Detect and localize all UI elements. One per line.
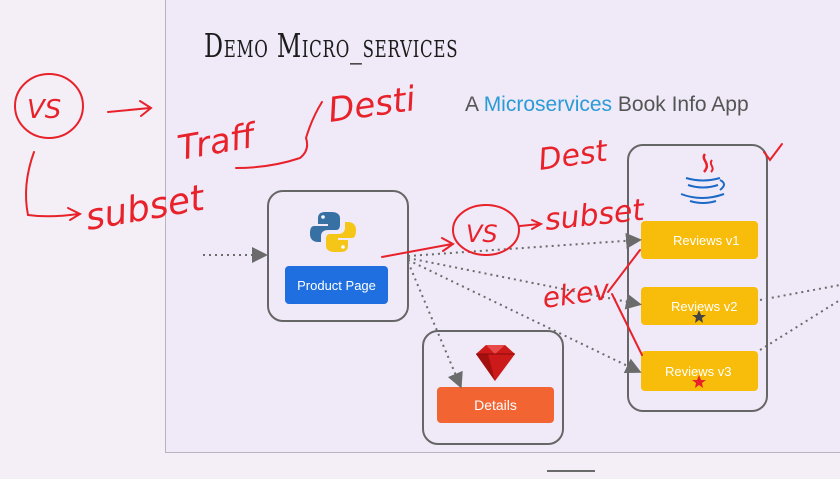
red-star-icon	[692, 375, 706, 388]
ink-vs-mid: VS	[466, 220, 498, 248]
connector-to-reviews-v3	[407, 259, 642, 373]
subtitle-prefix: A	[465, 93, 484, 116]
connector-to-reviews-v1	[407, 232, 642, 257]
connector-v3-ratings	[759, 299, 840, 351]
ink-ekev: ekev	[540, 273, 612, 315]
scroll-indicator	[547, 470, 595, 472]
ink-traff: Traff	[175, 115, 262, 168]
subtitle-accent: Microservices	[483, 93, 613, 116]
ink-desti: Desti	[326, 79, 419, 131]
ink-dest: Dest	[536, 133, 610, 177]
ink-arrow-mid	[381, 237, 455, 258]
reviews-container	[627, 144, 768, 412]
ink-hook	[25, 151, 83, 221]
ink-vs-left: VS	[27, 95, 61, 125]
ink-circle-vs-mid	[452, 204, 520, 256]
connector-v2-ratings	[759, 284, 840, 301]
subtitle-suffix: Book Info App	[612, 93, 749, 116]
ink-check	[763, 143, 783, 162]
details-button[interactable]: Details	[437, 387, 554, 423]
product-page-button[interactable]: Product Page	[285, 266, 388, 304]
ink-subset-left: subset	[82, 177, 209, 238]
python-icon	[310, 212, 356, 252]
ink-arrow-right	[107, 100, 153, 117]
ink-line-v1	[607, 249, 641, 293]
java-icon	[680, 153, 725, 204]
ruby-icon	[476, 345, 515, 381]
slide-subtitle: A Microservices Book Info App	[465, 93, 749, 117]
ink-circle-vs-left	[14, 73, 84, 139]
ink-brace	[235, 101, 323, 169]
black-star-icon	[692, 310, 706, 323]
slide-title: Demo Micro_services	[204, 26, 459, 65]
reviews-v2-button[interactable]: Reviews v2	[641, 287, 758, 325]
connector-to-details	[407, 261, 463, 389]
ink-subset-mid: subset	[543, 193, 647, 238]
reviews-v1-button[interactable]: Reviews v1	[641, 221, 758, 259]
ink-annotations	[14, 73, 783, 356]
details-container	[422, 330, 564, 445]
ink-arrow-subset	[519, 219, 544, 230]
ink-line-v3	[611, 293, 643, 356]
